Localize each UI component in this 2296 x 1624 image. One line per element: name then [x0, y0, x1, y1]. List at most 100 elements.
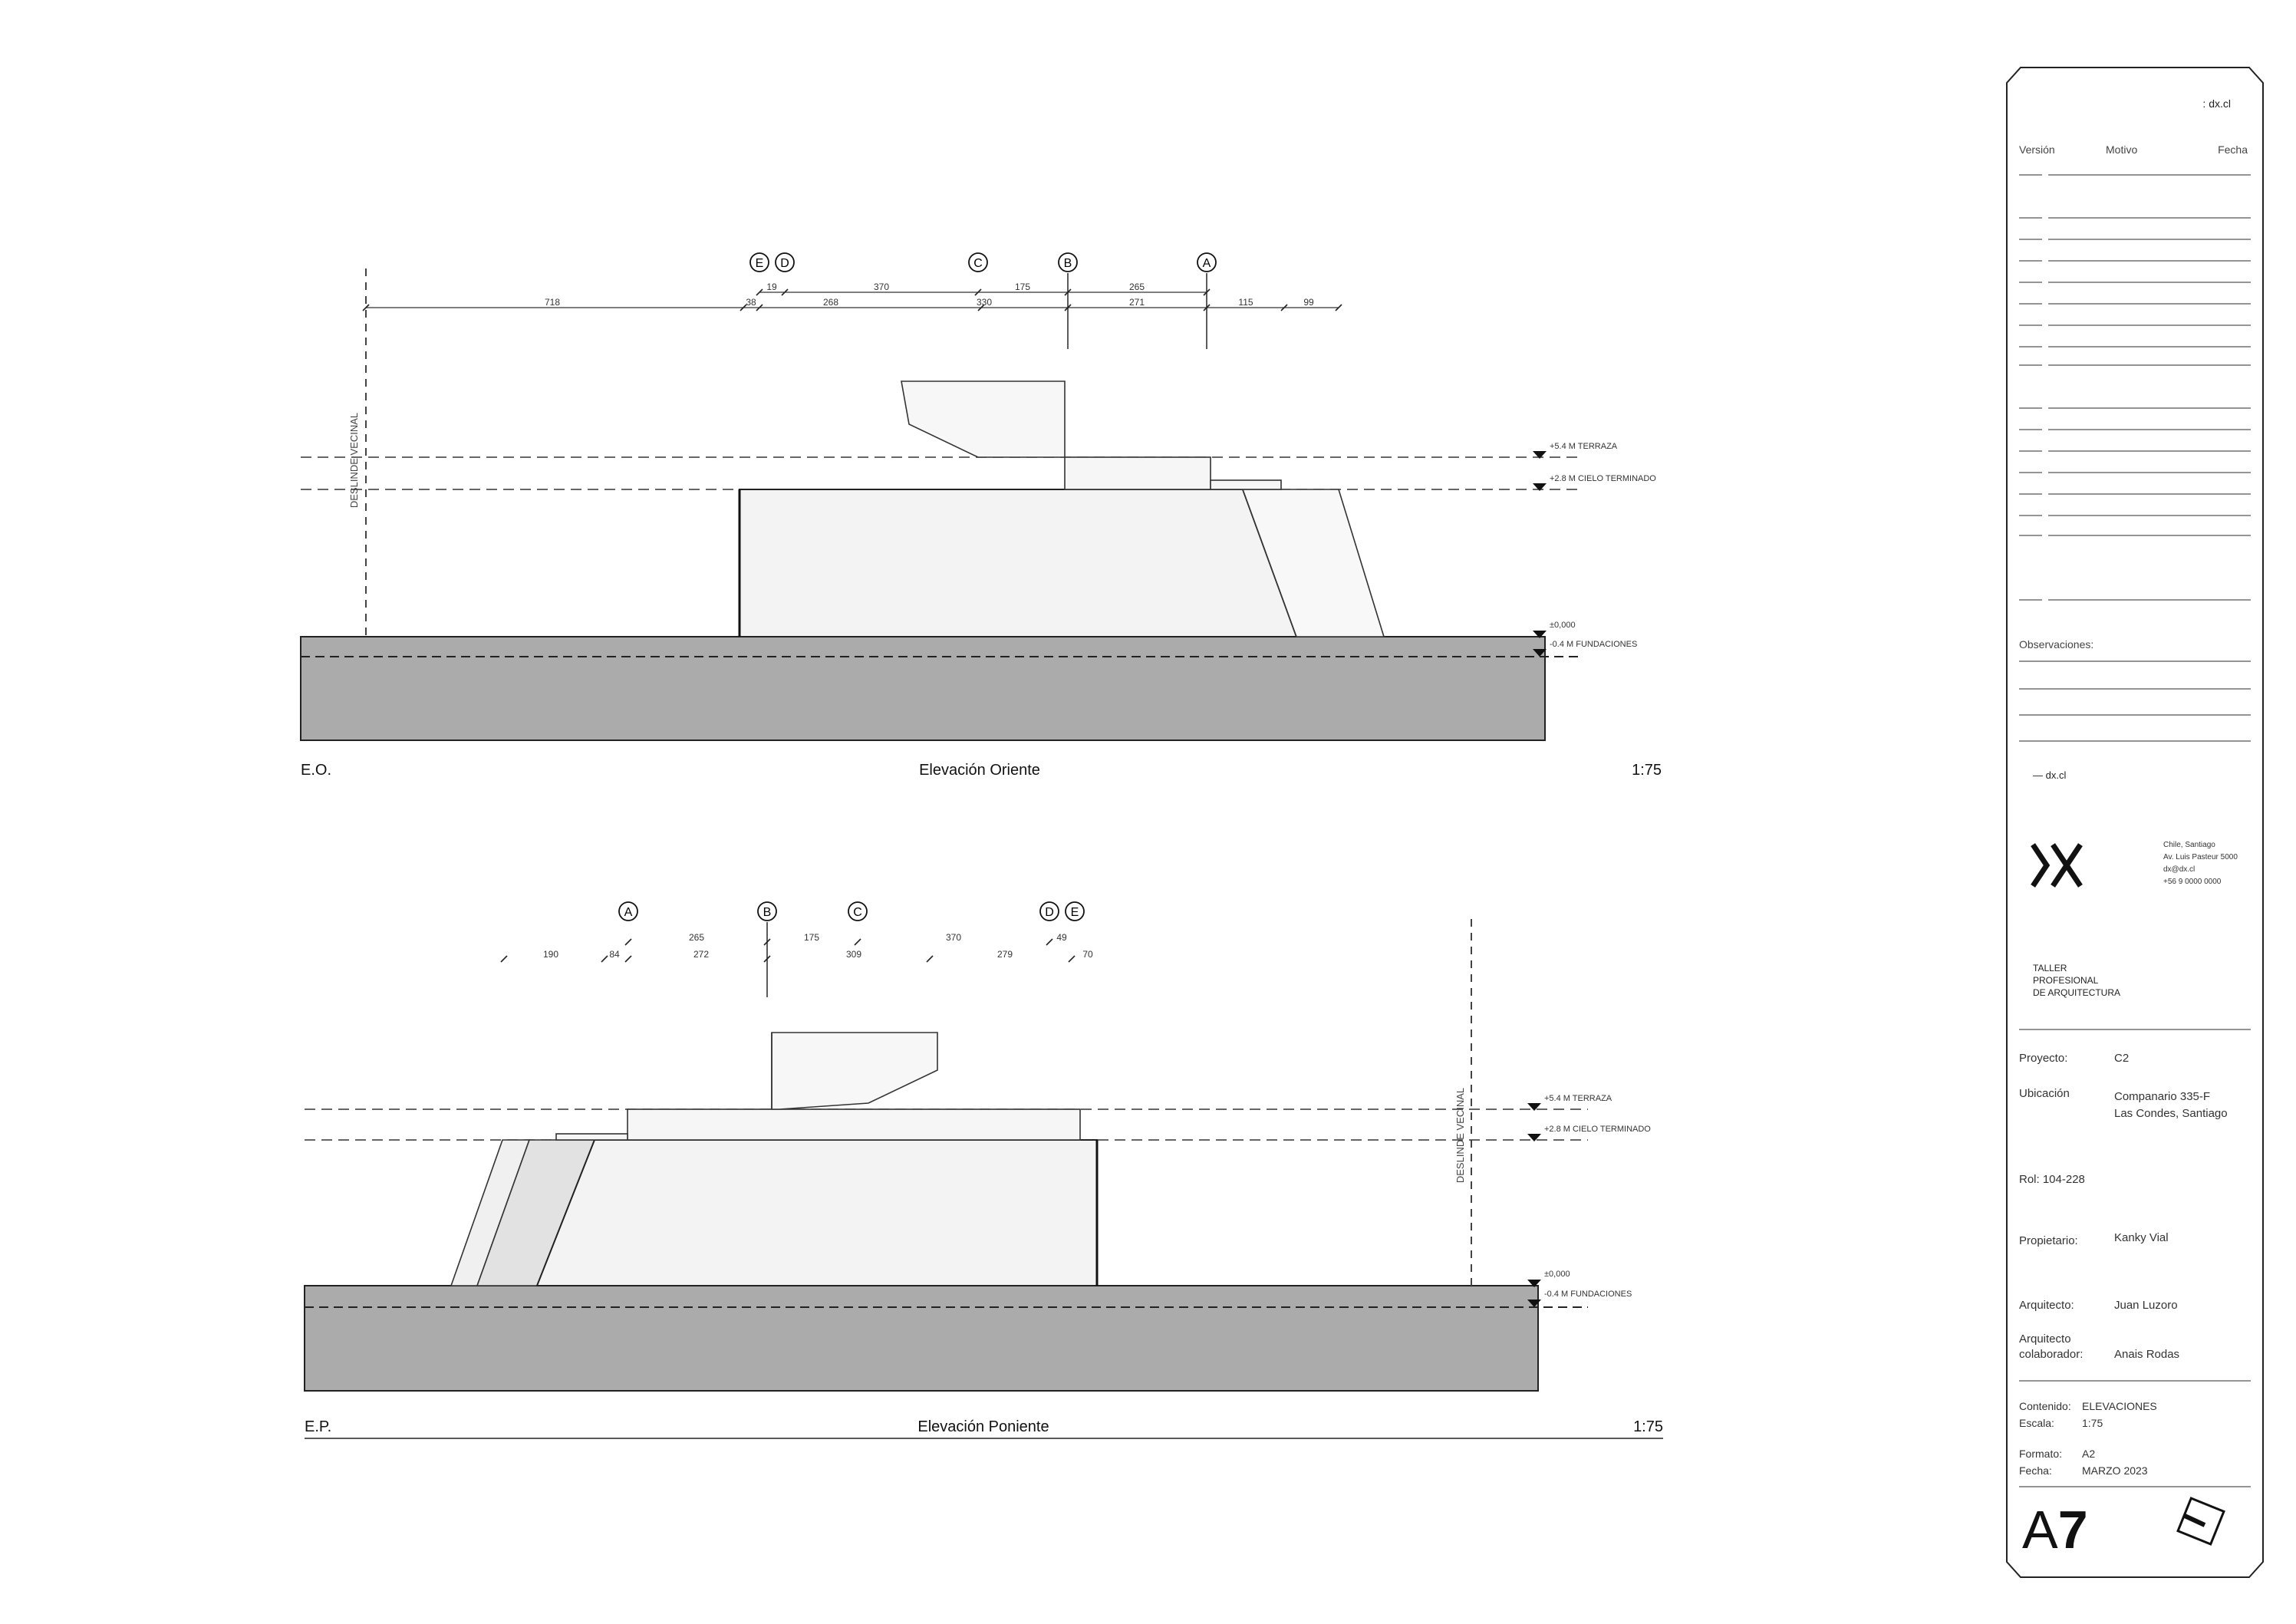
level-markers: +5.4 M TERRAZA +2.8 M CIELO TERMINADO ±0…	[1533, 442, 1656, 657]
svg-text:265: 265	[1129, 282, 1145, 292]
svg-text:115: 115	[1238, 297, 1253, 308]
svg-text:B: B	[763, 906, 772, 919]
slanted-wall	[1241, 489, 1385, 637]
elevation-title: Elevación Poniente	[917, 1418, 1049, 1435]
svg-text:99: 99	[1303, 297, 1314, 308]
svg-text:+56 9 0000 0000: +56 9 0000 0000	[2163, 878, 2222, 886]
sheet-number: A7	[2022, 1500, 2088, 1560]
level-terraza-label: +5.4 M TERRAZA	[1544, 1094, 1612, 1103]
observaciones: Observaciones:	[2019, 638, 2251, 742]
svg-text:Companario 335-F: Companario 335-F	[2114, 1090, 2210, 1103]
grid-bubble-b: B	[757, 901, 777, 921]
revision-rows	[2019, 174, 2251, 601]
level-suelo-label: ±0,000	[1550, 621, 1576, 630]
terrace-volume	[627, 1108, 1081, 1141]
dimension-chains: 19 370 175 265 718 38 268 330 271 115 99	[362, 282, 1342, 311]
parapet	[555, 1133, 628, 1141]
ground-block	[300, 636, 1546, 741]
svg-text:Kanky Vial: Kanky Vial	[2114, 1231, 2169, 1244]
level-fund-label: -0.4 M FUNDACIONES	[1550, 640, 1637, 649]
railing	[901, 380, 1066, 458]
dimension-chains: 265 175 370 49 190 84 272 309 279 70	[500, 932, 1093, 963]
svg-text:PROFESIONAL: PROFESIONAL	[2033, 975, 2099, 986]
level-terraza-label: +5.4 M TERRAZA	[1550, 442, 1618, 451]
grid-bubble-d: D	[1039, 901, 1059, 921]
grid-bubble-c: C	[968, 252, 988, 272]
svg-text:C2: C2	[2114, 1052, 2129, 1065]
svg-text:A: A	[624, 906, 633, 919]
grid-axes: E D C B A	[749, 252, 1217, 349]
svg-text:370: 370	[946, 932, 961, 943]
sheet-info: Contenido: ELEVACIONES Escala: 1:75 Form…	[2019, 1400, 2157, 1477]
grid-bubble-e: E	[1065, 901, 1085, 921]
svg-text:49: 49	[1056, 932, 1067, 943]
svg-text:A: A	[1203, 257, 1211, 270]
svg-text:E: E	[756, 257, 764, 270]
terrace-volume	[1064, 456, 1211, 490]
svg-text:TALLER: TALLER	[2033, 963, 2067, 973]
svg-text:Proyecto:: Proyecto:	[2019, 1052, 2067, 1065]
svg-text:dx@dx.cl: dx@dx.cl	[2163, 865, 2195, 874]
svg-text:190: 190	[543, 949, 558, 960]
svg-text:Av. Luis Pasteur 5000: Av. Luis Pasteur 5000	[2163, 853, 2238, 861]
main-volume	[739, 489, 1298, 637]
grid-axes: A B C D E	[618, 901, 1085, 997]
svg-text:330: 330	[977, 297, 992, 308]
elevation-code: E.O.	[301, 762, 331, 779]
svg-text:175: 175	[1015, 282, 1030, 292]
svg-text:175: 175	[804, 932, 819, 943]
svg-text:Rol: 104-228: Rol: 104-228	[2019, 1173, 2085, 1186]
svg-text:DE ARQUITECTURA: DE ARQUITECTURA	[2033, 987, 2120, 998]
svg-text:Versión: Versión	[2019, 143, 2055, 156]
svg-text:19: 19	[766, 282, 777, 292]
svg-text:272: 272	[693, 949, 709, 960]
svg-text:265: 265	[689, 932, 704, 943]
level-fund-label: -0.4 M FUNDACIONES	[1544, 1290, 1632, 1299]
elevation-scale: 1:75	[1633, 1418, 1663, 1435]
project-info: Proyecto: C2 Ubicación Companario 335-F …	[2019, 1052, 2228, 1361]
svg-text:D: D	[1045, 906, 1054, 919]
svg-text:279: 279	[997, 949, 1013, 960]
parapet	[1210, 479, 1282, 490]
title-block-frame	[2006, 67, 2264, 1578]
level-cielo-label: +2.8 M CIELO TERMINADO	[1544, 1125, 1651, 1134]
svg-text:Chile, Santiago: Chile, Santiago	[2163, 841, 2215, 849]
svg-text:84: 84	[609, 949, 620, 960]
svg-text:Motivo: Motivo	[2106, 143, 2137, 156]
elevation-title: Elevación Oriente	[919, 762, 1040, 779]
svg-text:Fecha: Fecha	[2218, 143, 2248, 156]
svg-text:Ubicación: Ubicación	[2019, 1087, 2070, 1100]
grid-bubble-b: B	[1058, 252, 1078, 272]
svg-text:38: 38	[746, 297, 756, 308]
svg-text:370: 370	[874, 282, 889, 292]
svg-text:309: 309	[846, 949, 861, 960]
svg-text:268: 268	[823, 297, 838, 308]
svg-text:718: 718	[545, 297, 560, 308]
title-block: : dx.cl Versión Motivo Fecha	[2006, 67, 2264, 1578]
svg-text:Formato:: Formato:	[2019, 1448, 2062, 1460]
grid-bubble-c: C	[848, 901, 868, 921]
svg-text:Arquitecto: Arquitecto	[2019, 1332, 2071, 1346]
revisions-table: Versión Motivo Fecha	[2019, 143, 2251, 601]
grid-bubble-a: A	[618, 901, 638, 921]
level-suelo-label: ±0,000	[1544, 1270, 1570, 1279]
north-arrow-icon	[2176, 1497, 2225, 1546]
svg-text:E: E	[1071, 906, 1079, 919]
level-cielo-label: +2.8 M CIELO TERMINADO	[1550, 474, 1656, 483]
svg-text:70: 70	[1082, 949, 1093, 960]
neighbor-label: DESLINDE VECINAL	[348, 413, 360, 508]
svg-text:D: D	[780, 257, 789, 270]
svg-text:C: C	[973, 257, 983, 270]
svg-text:Arquitecto:: Arquitecto:	[2019, 1299, 2074, 1312]
railing	[771, 1032, 938, 1110]
svg-text:Juan Luzoro: Juan Luzoro	[2114, 1299, 2178, 1312]
site-link-mid: — dx.cl	[2033, 769, 2066, 781]
elevation-poniente: DESLINDE VECINAL +5.4 M TERRAZA +2.8 M C…	[304, 901, 1663, 1439]
svg-text:Escala:: Escala:	[2019, 1417, 2054, 1429]
neighbor-label: DESLINDE VECINAL	[1454, 1088, 1466, 1183]
svg-text:C: C	[853, 906, 862, 919]
grid-bubble-a: A	[1197, 252, 1217, 272]
svg-text:Contenido:: Contenido:	[2019, 1400, 2071, 1412]
svg-text:A2: A2	[2082, 1448, 2095, 1460]
